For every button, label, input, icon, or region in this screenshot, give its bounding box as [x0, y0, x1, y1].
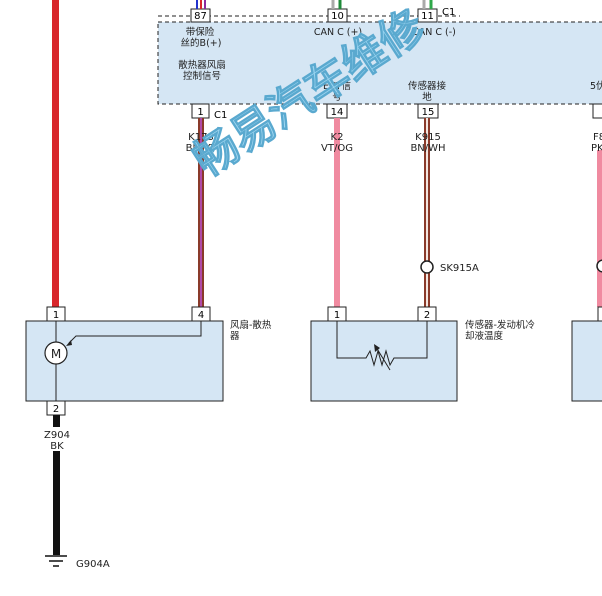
wire-z904 [53, 451, 60, 555]
pin-1-label: 1 [197, 107, 203, 118]
pin-10-box [327, 8, 348, 23]
wire-f8-color: PK [591, 143, 602, 154]
thermistor-icon [336, 321, 428, 367]
five-volt-label-partial: 5伏 [590, 80, 602, 92]
right-partial-component-box [571, 320, 602, 402]
wire-k915-id: K915 [415, 132, 441, 143]
ground-label: G904A [76, 559, 110, 570]
wire-z904-color: BK [50, 441, 64, 452]
fan-pin-4-label: 4 [198, 310, 204, 321]
sensor-label-1: 传感器-发动机冷 [465, 319, 535, 331]
fan-pin-1-label: 1 [53, 310, 59, 321]
wire-b-plus-red [52, 0, 59, 307]
fan-signal-label-1: 散热器风扇 [178, 59, 226, 71]
can-high-label: CAN C (+) [314, 27, 362, 38]
right-partial-pin-box [597, 306, 602, 322]
fan-internal-control-line [68, 321, 202, 344]
pin-15-label: 15 [422, 107, 435, 118]
splice-sk915a-label: SK915A [440, 263, 479, 274]
fan-signal-label-2: 控制信号 [183, 70, 221, 82]
wire-k173-id: K173 [188, 132, 214, 143]
wire-z904-upper [53, 415, 60, 427]
pin-14-label: 14 [331, 107, 344, 118]
pin-11-label: 11 [421, 11, 434, 22]
sensor-ground-label-1: 传感器接 [408, 80, 447, 92]
pin-11-box [417, 8, 438, 23]
top-connector-label: C1 [442, 7, 455, 18]
fan-motor-letter: M [51, 347, 61, 361]
control-module-box [157, 21, 602, 105]
pin-10-label: 10 [331, 11, 344, 22]
fan-label-2: 器 [230, 331, 240, 342]
sensor-ground-label-2: 地 [422, 91, 432, 103]
pin-partial-box [592, 103, 602, 119]
wire-z904-id: Z904 [44, 430, 70, 441]
fan-control-arrow-icon [66, 340, 72, 346]
splice-partial [596, 259, 602, 273]
wire-k2-id: K2 [331, 132, 344, 143]
sensor-label-2: 却液温度 [465, 330, 504, 342]
pin-87-label: 87 [194, 11, 207, 22]
fused-b-label-1: 带保险 [186, 26, 215, 38]
splice-sk915a [420, 260, 434, 274]
fan-label-1: 风扇-散热 [230, 319, 272, 331]
wire-k915-color: BN/WH [410, 143, 445, 154]
thermistor-variable-line [375, 346, 391, 371]
bottom-connector-label: C1 [214, 110, 227, 121]
can-low-label: CAN C (-) [412, 27, 456, 38]
fused-b-label-2: 丝的B(+) [181, 37, 222, 49]
wire-f8-id: F8 [593, 132, 602, 143]
wire-k2-color: VT/OG [321, 143, 353, 154]
sensor-pin-1-label: 1 [334, 310, 340, 321]
fan-pin-2-label: 2 [53, 404, 59, 415]
wire-k173-color: BN/VT [186, 143, 218, 154]
ect-signal-label-2: 号 [332, 92, 342, 103]
ect-signal-label-1: ECT信 [323, 80, 351, 92]
sensor-pin-2-label: 2 [424, 310, 430, 321]
thermistor-arrow-icon [374, 344, 380, 352]
